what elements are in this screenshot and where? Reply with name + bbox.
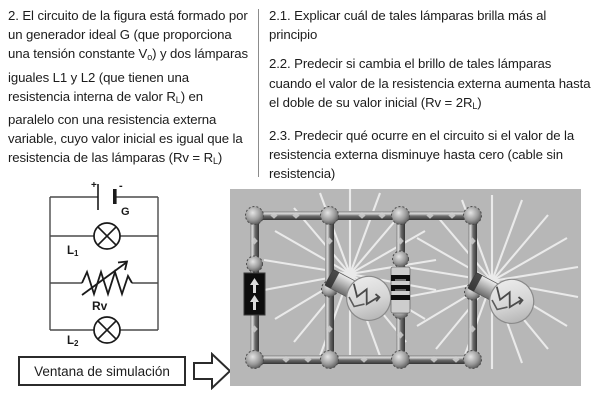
simulation-window-screenshot: [230, 189, 581, 386]
question-2-3: 2.3. Predecir qué ocurre en el circuito …: [269, 126, 594, 184]
question-2-1-text: 2.1. Explicar cuál de tales lámparas bri…: [269, 8, 547, 43]
question-2-3-text: 2.3. Predecir qué ocurre en el circuito …: [269, 127, 575, 182]
battery-minus-label: -: [119, 182, 123, 192]
statement-text-part-3: ) en paralelo con una resistencia extern…: [8, 88, 243, 166]
lamp-2-symbol: [93, 316, 121, 344]
statement-text-part-1: 2. El circuito de la figura está formado…: [8, 8, 248, 62]
wire-current-markers-bottom: [282, 356, 460, 363]
simulation-window-label: Ventana de simulación: [34, 363, 170, 379]
lamp-2-component: [467, 272, 535, 324]
battery-plus-label: +: [91, 182, 97, 191]
lamp-2-label: L2: [67, 335, 79, 347]
arrow-right-icon: [192, 351, 232, 391]
statement-text-part-2: ) y dos lámparas iguales L1 y L2 (que ti…: [8, 46, 248, 104]
battery-symbol: [97, 184, 117, 210]
question-2-2: 2.2. Predecir si cambia el brillo de tal…: [269, 54, 594, 116]
battery-component: [243, 272, 266, 316]
statement-sub-rl-1: L: [175, 94, 181, 105]
statement-column: 2. El circuito de la figura está formado…: [8, 6, 252, 172]
statement-text-part-4: ): [217, 150, 223, 166]
resistor-component: [390, 266, 411, 314]
statement-sub-rl-2: L: [213, 156, 218, 167]
battery-short-plate: [113, 189, 117, 204]
question-2-2-sub-rl: L: [472, 100, 478, 111]
simulation-window-label-box: Ventana de simulación: [18, 356, 186, 386]
column-divider: [258, 9, 259, 177]
connection-nodes: [245, 206, 482, 369]
wire-current-markers-vertical: [251, 237, 476, 339]
lamp-1-symbol: [93, 222, 121, 250]
wire-current-markers-top: [270, 212, 456, 219]
question-2-1: 2.1. Explicar cuál de tales lámparas bri…: [269, 6, 594, 44]
lamp-1-component: [324, 269, 392, 321]
variable-resistor-arrow: [81, 260, 129, 296]
circuit-schematic: + - G L1 Rv: [20, 182, 225, 347]
statement-sub-vo: o: [147, 52, 153, 63]
question-2-2-text-part-1: 2.2. Predecir si cambia el brillo de tal…: [269, 56, 591, 110]
variable-resistor-symbol: [81, 269, 133, 297]
generator-label: G: [121, 206, 130, 218]
variable-resistor-label: Rv: [92, 299, 108, 313]
questions-column: 2.1. Explicar cuál de tales lámparas bri…: [269, 6, 594, 184]
question-2-2-text-part-2: ): [477, 94, 482, 110]
problem-statement: 2. El circuito de la figura está formado…: [8, 6, 252, 172]
lamp-1-label: L1: [67, 245, 79, 258]
